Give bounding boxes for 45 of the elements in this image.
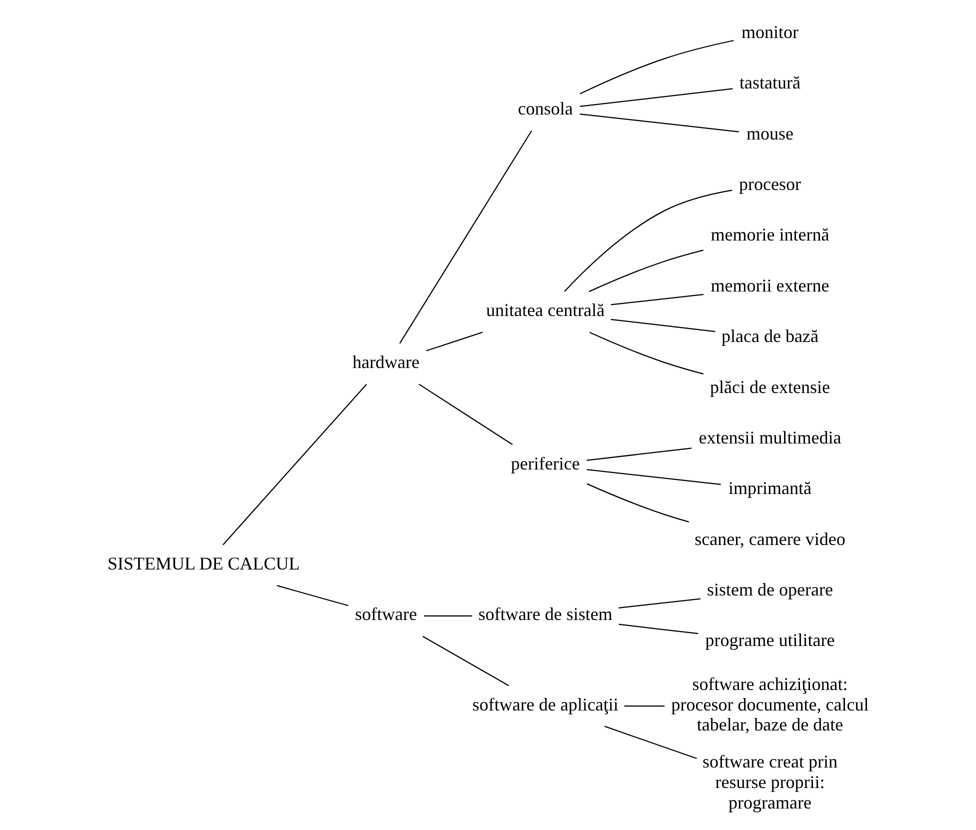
connector (588, 249, 704, 292)
connector (586, 482, 689, 522)
node-text: SISTEMUL DE CALCUL (106, 553, 300, 574)
node-text: sistem de operare (706, 578, 832, 599)
node-text: programe utilitare (704, 630, 834, 650)
node-text: unitatea centrală (486, 300, 604, 320)
connector (586, 468, 720, 485)
node-text: software creat prin resurse proprii: programare (702, 751, 837, 812)
node-text: software de aplicaţii (472, 694, 618, 714)
connector (604, 725, 696, 759)
connector (564, 189, 732, 292)
node-text: extensii multimedia (698, 426, 841, 447)
connector (424, 614, 472, 616)
node-text: memorie internă (710, 224, 829, 244)
connector (579, 39, 734, 94)
connector (426, 331, 482, 351)
connector (398, 130, 532, 344)
node-text: tastatură (739, 72, 800, 92)
node-text: imprimantă (728, 478, 811, 498)
node-text: scaner, camere video (694, 528, 845, 548)
node-text: plăci de extensie (710, 376, 830, 396)
node-text: software de sistem (478, 604, 612, 624)
connector (586, 447, 692, 460)
node-text: memorii externe (710, 274, 829, 295)
connector (276, 584, 348, 606)
node-text: software (354, 604, 417, 624)
connector (618, 598, 700, 608)
connector (588, 331, 704, 374)
node-text: procesor (738, 174, 800, 194)
connector (610, 293, 704, 305)
node-text: consola (517, 98, 572, 118)
connector (610, 318, 715, 332)
connector (418, 383, 512, 445)
connector (579, 113, 738, 132)
node-text: hardware (352, 351, 420, 372)
connector (579, 88, 732, 107)
node-text: placa de bază (721, 326, 818, 346)
node-text: software achiziţionat: procesor documente, calcul tabelar, baze de date (670, 674, 868, 734)
connector (422, 635, 509, 686)
connector (222, 383, 366, 545)
node-text: periferice (510, 452, 580, 473)
connector (624, 704, 664, 706)
node-text: monitor (741, 22, 798, 42)
connector (618, 623, 698, 634)
node-text: mouse (746, 122, 794, 143)
